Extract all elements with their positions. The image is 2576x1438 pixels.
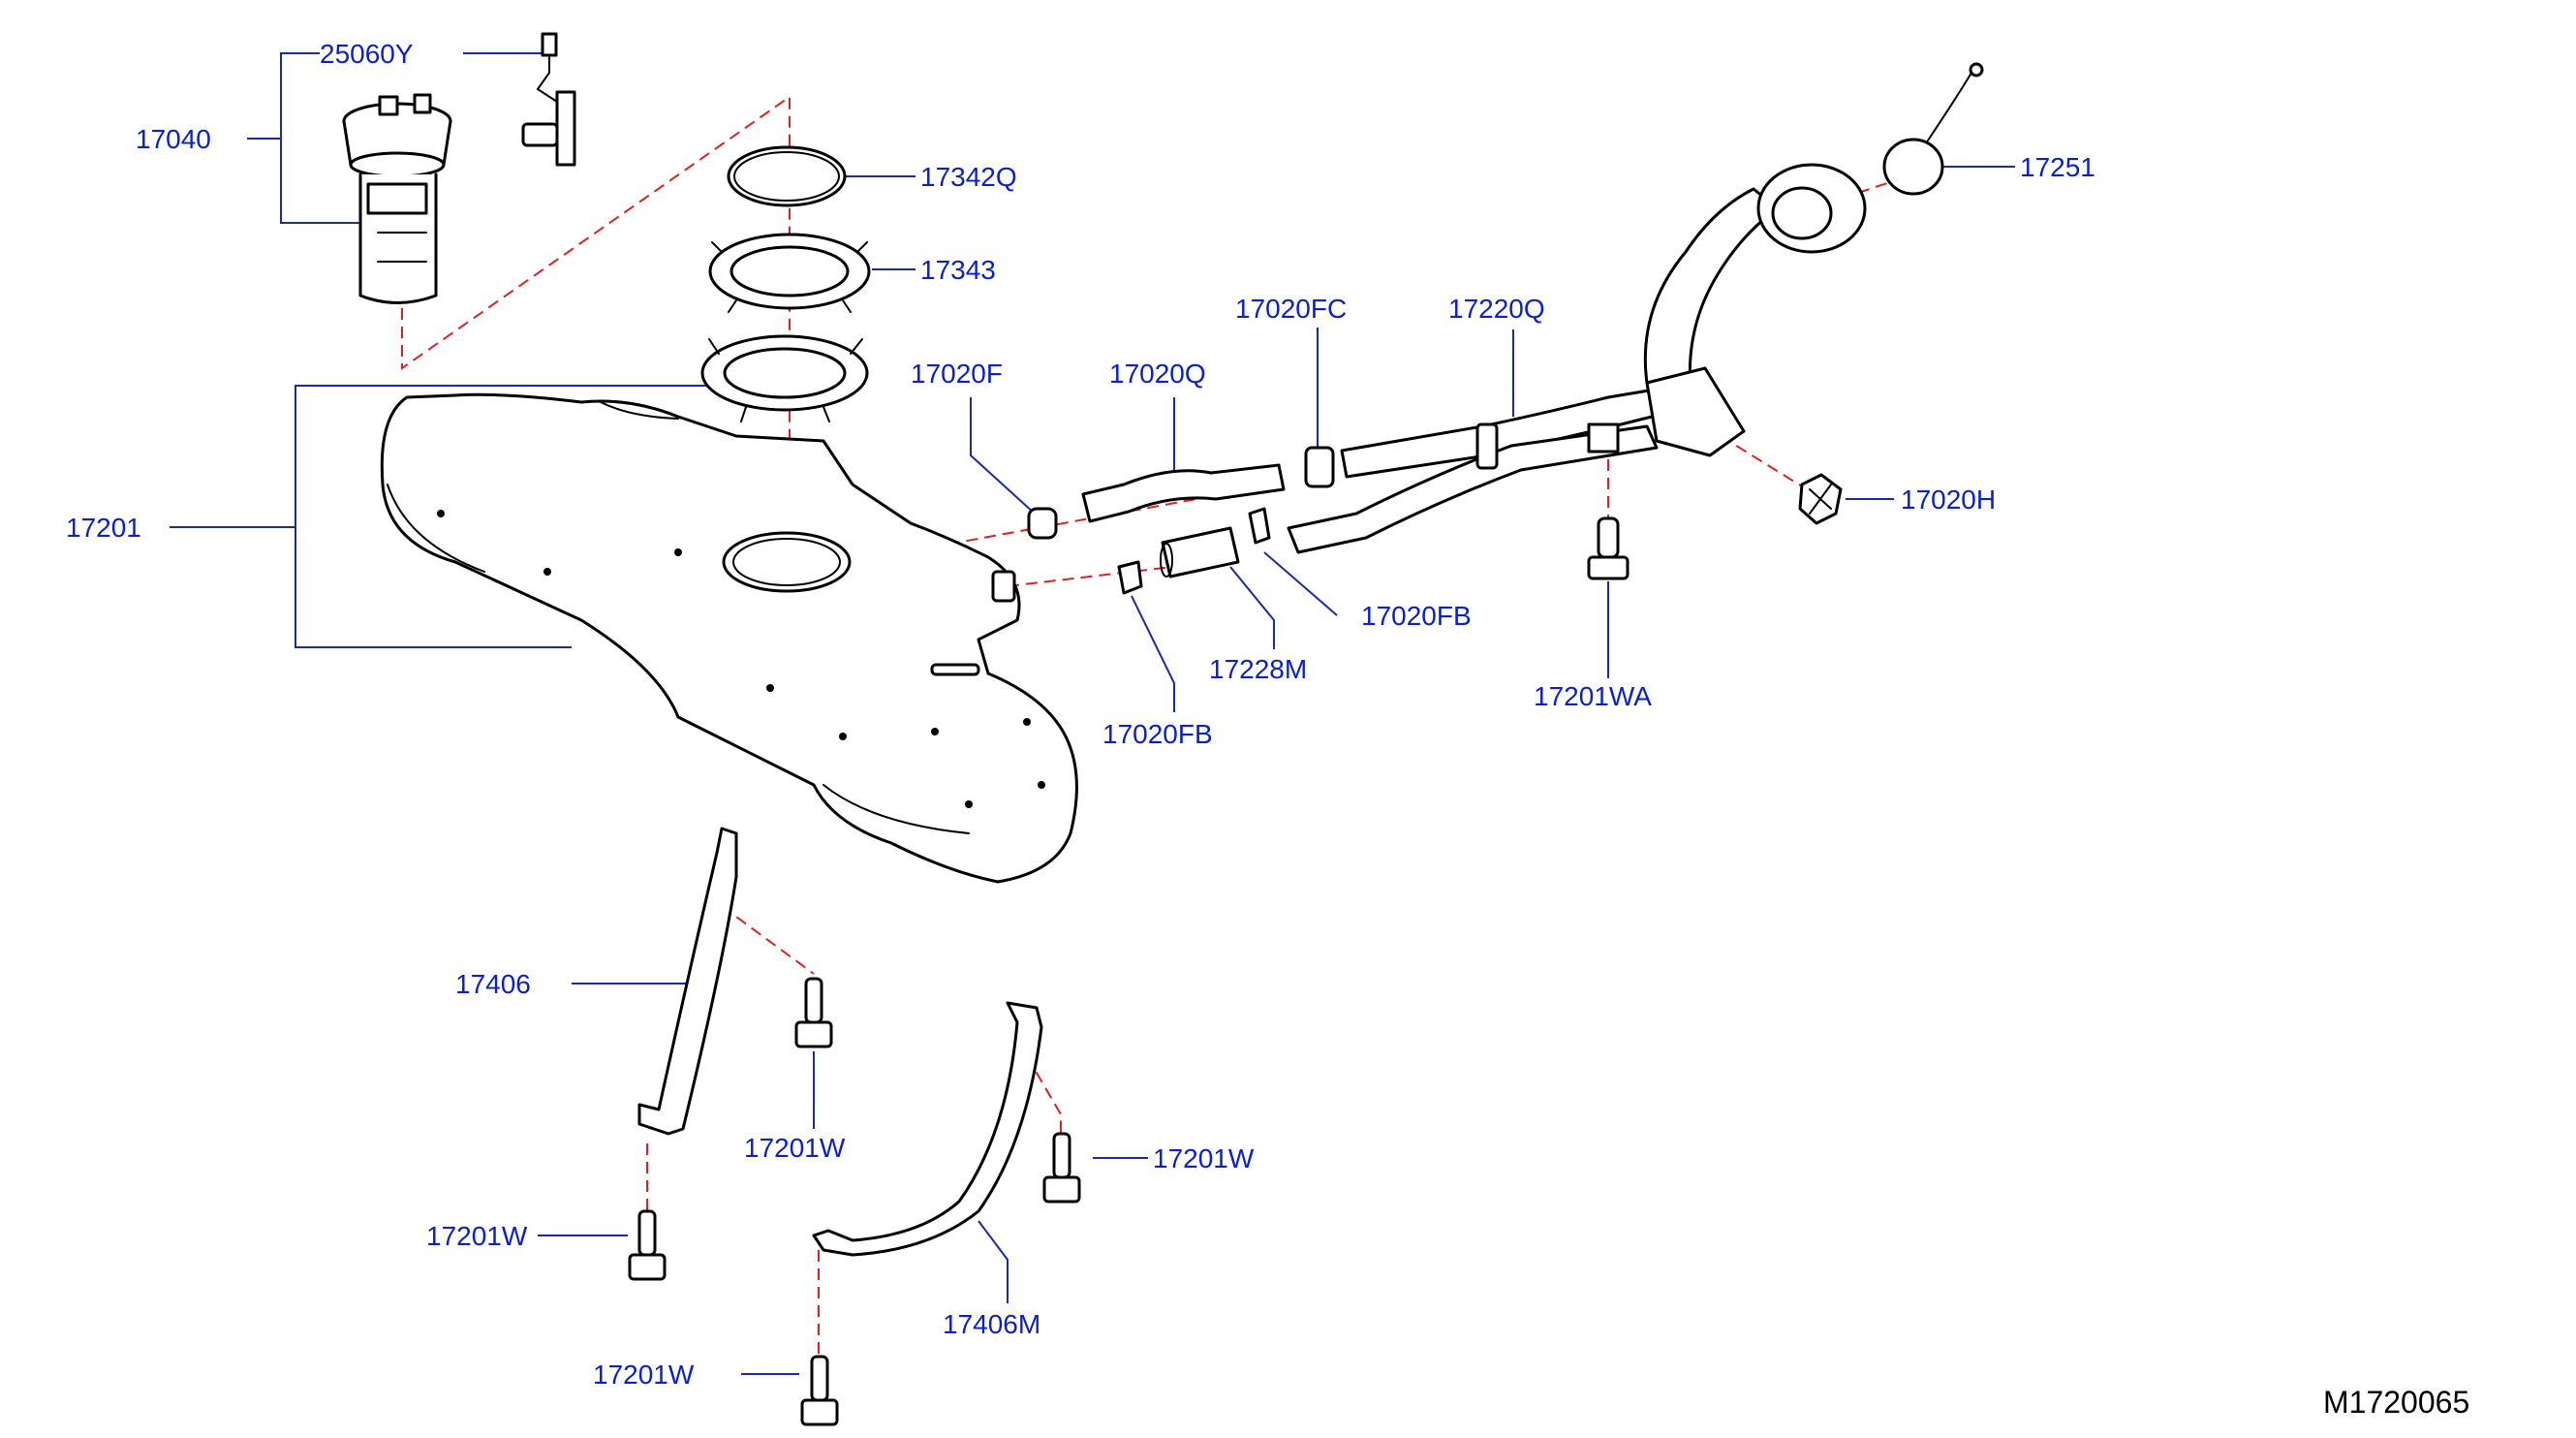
label-17020FB-left: 17020FB	[1102, 719, 1213, 749]
label-17406M: 17406M	[943, 1309, 1040, 1339]
label-17040: 17040	[136, 124, 211, 154]
label-17251: 17251	[2020, 152, 2095, 182]
fuel-level-sender	[521, 32, 576, 167]
leader-lines	[170, 52, 2015, 1375]
label-17201: 17201	[66, 513, 141, 543]
push-clip	[1798, 473, 1843, 525]
label-17201WA: 17201WA	[1534, 681, 1652, 711]
label-17020F: 17020F	[911, 359, 1003, 389]
label-17201W-a: 17201W	[744, 1133, 846, 1163]
label-17201W-c: 17201W	[426, 1221, 528, 1251]
filler-hose	[1081, 463, 1286, 523]
label-17201W-d: 17201W	[593, 1360, 695, 1390]
fuel-pump-module	[342, 93, 452, 304]
label-17220Q: 17220Q	[1448, 294, 1545, 324]
bolt-w-a	[794, 977, 833, 1048]
part-labels: 25060Y 17040 17342Q 17343 17201 17020F 1…	[66, 39, 2469, 1420]
label-25060Y: 25060Y	[320, 39, 414, 69]
bolt-wa	[1587, 516, 1629, 580]
filler-tube	[1287, 163, 1867, 554]
assembly-dashed-lines	[401, 95, 1900, 1366]
label-17343: 17343	[920, 255, 996, 285]
small-clamp-right	[1248, 507, 1271, 545]
tank-retainer-ring	[700, 334, 869, 422]
label-17342Q: 17342Q	[920, 162, 1017, 192]
label-17020FB-right: 17020FB	[1361, 601, 1472, 631]
o-ring	[727, 145, 847, 207]
diagram-reference-code: M1720065	[2323, 1385, 2469, 1420]
bolt-w-d	[800, 1355, 839, 1426]
bolt-w-c	[628, 1209, 667, 1281]
label-17406: 17406	[455, 969, 531, 999]
small-clamp-left	[1117, 560, 1143, 595]
tank-strap-left	[637, 827, 738, 1136]
label-17020H: 17020H	[1901, 485, 1996, 515]
fuel-tank	[380, 392, 1078, 884]
hose-clamp	[1027, 507, 1058, 540]
bolt-w-b	[1042, 1132, 1081, 1204]
label-17020FC: 17020FC	[1235, 294, 1347, 324]
lock-ring	[708, 233, 871, 313]
tank-strap-right	[812, 1001, 1043, 1257]
fuel-cap	[1882, 62, 1984, 196]
label-17228M: 17228M	[1209, 654, 1307, 684]
label-17020Q: 17020Q	[1109, 359, 1206, 389]
breather-hose	[1160, 526, 1240, 578]
label-17201W-b: 17201W	[1153, 1143, 1255, 1173]
hose-clamp-fc	[1304, 446, 1335, 488]
